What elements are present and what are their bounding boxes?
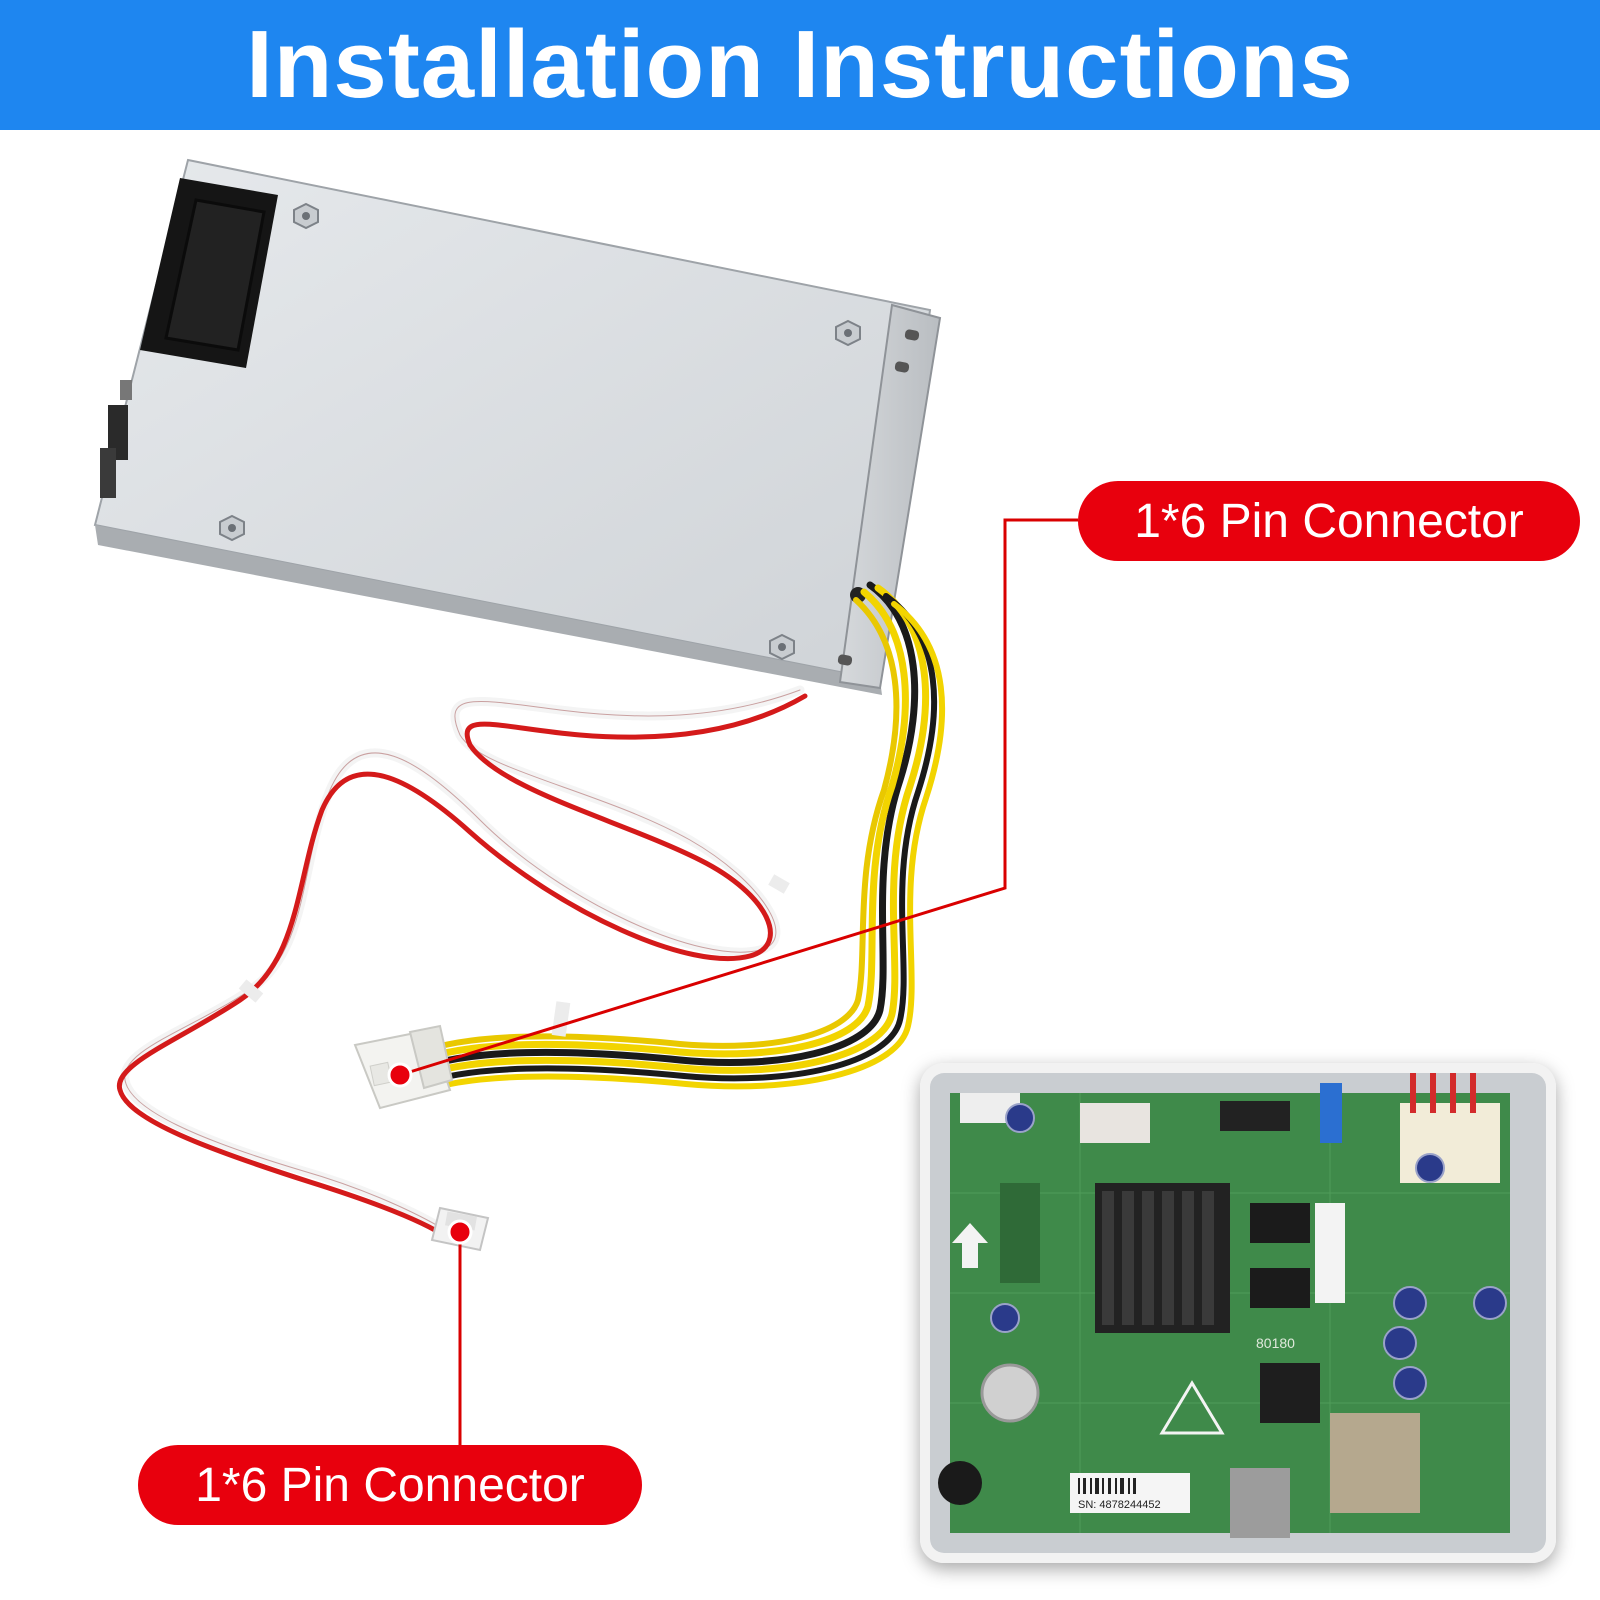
callout-label-bottom: 1*6 Pin Connector: [138, 1445, 642, 1525]
psu-case: [93, 158, 942, 695]
page-title: Installation Instructions: [246, 11, 1354, 118]
board-chip-text: 80180: [1256, 1335, 1295, 1351]
psu-illustration: [93, 158, 1078, 1445]
title-banner: Installation Instructions: [0, 0, 1600, 130]
thin-cable: [116, 685, 808, 1252]
heatsink: [1095, 1183, 1230, 1333]
motherboard-photo: 80180 SN: 4878244452: [920, 1063, 1556, 1563]
callout-label-top: 1*6 Pin Connector: [1078, 481, 1580, 561]
callout-leader-top: [387, 518, 1078, 1088]
board-serial-text: SN: 4878244452: [1078, 1499, 1161, 1511]
callout-leader-bottom: [447, 1219, 473, 1445]
